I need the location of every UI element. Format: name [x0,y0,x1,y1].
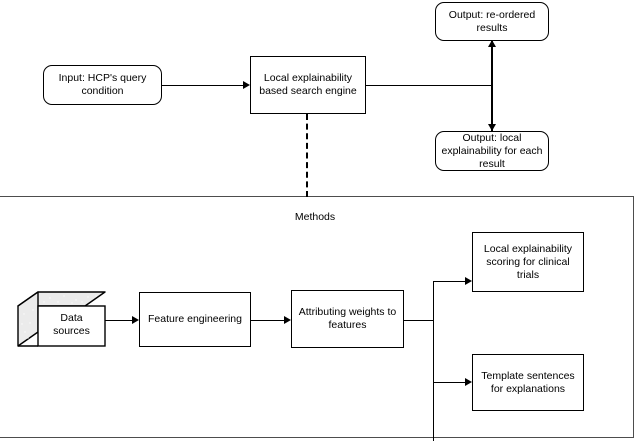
local-explainability-search-engine-label: Local explainability based search engine [259,72,357,97]
output-local-explainability-label: Output: local explainability for each re… [441,131,543,170]
arrowhead-branch-to-template-icon [465,377,472,386]
output-local-explainability-box[interactable]: Output: local explainability for each re… [435,131,549,171]
feature-engineering-label: Feature engineering [148,313,242,325]
attributing-weights-box[interactable]: Attributing weights to features [291,290,404,348]
arrowhead-trunk-to-reordered-icon [487,40,496,47]
connector-engine-to-trunk [366,84,493,86]
connector-feature-to-attributing [251,319,284,321]
arrowhead-feature-to-attributing-icon [284,315,291,324]
connector-engine-to-methods-dashed [306,114,308,197]
local-explainability-scoring-label: Local explainability scoring for clinica… [483,242,573,281]
arrowhead-branch-to-scoring-icon [465,276,472,285]
attributing-weights-label: Attributing weights to features [298,306,397,331]
arrowhead-trunk-to-local-icon [487,124,496,131]
connector-branch-to-scoring [433,280,465,282]
input-hcp-query-label: Input: HCP's query condition [58,72,147,97]
connector-attributing-to-branch [404,319,434,321]
connector-branch-to-template [433,381,465,383]
output-reordered-results-label: Output: re-ordered results [448,8,536,34]
arrowhead-input-to-engine-icon [243,80,250,89]
data-sources-label: Data sources [53,312,90,337]
local-explainability-scoring-box[interactable]: Local explainability scoring for clinica… [472,232,584,292]
connector-data-to-feature [105,319,132,321]
connector-trunk-vertical [491,41,493,131]
connector-branch-vertical-lower [433,319,435,382]
output-reordered-results-box[interactable]: Output: re-ordered results [435,2,549,41]
arrowhead-data-to-feature-icon [132,315,139,324]
local-explainability-search-engine-box[interactable]: Local explainability based search engine [250,56,366,114]
input-hcp-query-box[interactable]: Input: HCP's query condition [43,65,162,105]
connector-input-to-engine [162,84,243,86]
data-sources-node[interactable]: Data sources [16,290,108,348]
methods-title: Methods [294,211,336,223]
feature-engineering-box[interactable]: Feature engineering [139,292,251,347]
template-sentences-label: Template sentences for explanations [481,369,575,395]
template-sentences-box[interactable]: Template sentences for explanations [472,354,584,411]
connector-branch-vertical-upper [433,281,435,320]
data-sources-cube-icon [17,291,106,347]
